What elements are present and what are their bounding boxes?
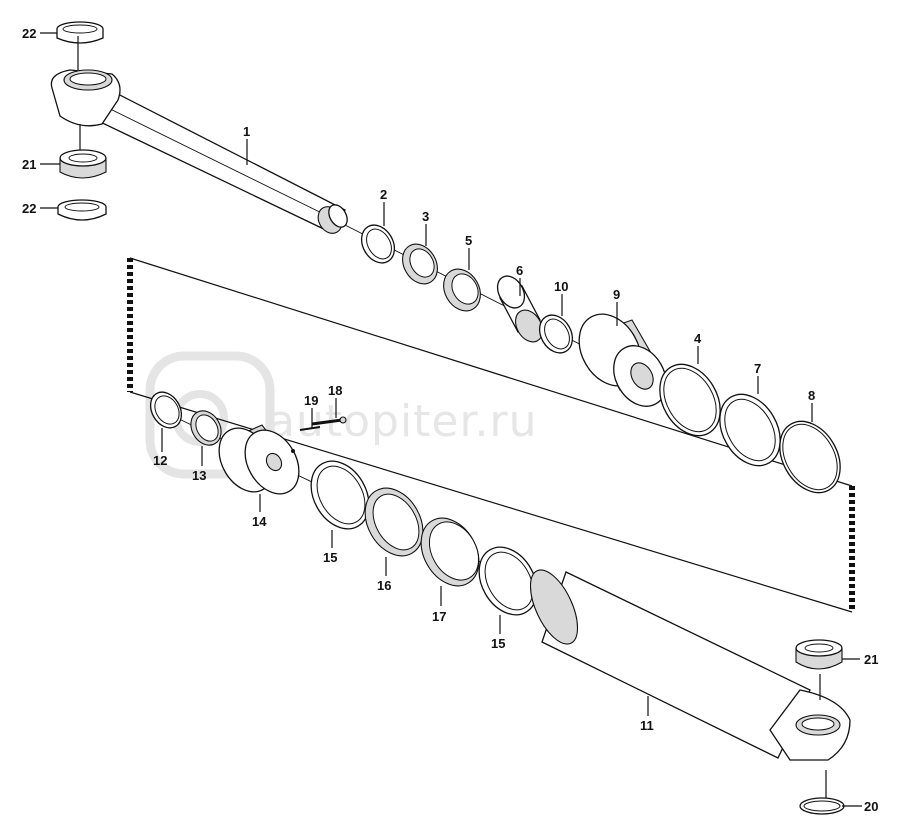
callout-22-top: 22: [22, 26, 36, 41]
callout-3: 3: [422, 209, 429, 224]
callout-16: 16: [377, 578, 391, 593]
callout-4: 4: [694, 331, 702, 346]
piston-14: [218, 424, 300, 495]
backup-ring-7: [719, 393, 781, 467]
seal-16: [364, 487, 424, 557]
bushing-22-bottom: [57, 199, 107, 221]
callout-21-left: 21: [22, 157, 36, 172]
callout-15-a: 15: [323, 550, 337, 565]
o-ring-4: [659, 363, 721, 437]
callout-15-b: 15: [491, 636, 505, 651]
seal-3: [402, 243, 438, 285]
guide-bushing-6: [496, 275, 543, 343]
callout-21-right: 21: [864, 652, 878, 667]
callout-14: 14: [252, 514, 267, 529]
bushing-22-top: [56, 21, 104, 44]
seal-17: [420, 517, 480, 587]
cylinder-barrel-11: [529, 569, 851, 761]
callout-13: 13: [192, 468, 206, 483]
callout-19: 19: [304, 393, 318, 408]
snap-ring-20: [799, 797, 845, 815]
callout-5: 5: [465, 233, 472, 248]
snap-ring-2: [360, 224, 396, 264]
wear-ring-15-a: [310, 460, 370, 530]
callout-18: 18: [328, 383, 342, 398]
callout-12: 12: [153, 453, 167, 468]
callout-9: 9: [613, 287, 620, 302]
seal-5: [443, 268, 481, 312]
wear-ring-15-b: [478, 546, 538, 616]
bearing-21-left: [59, 149, 107, 179]
watermark-text: autopiter.ru: [268, 396, 538, 447]
callout-11: 11: [640, 718, 654, 733]
cylinder-head-9: [578, 313, 667, 407]
callout-10: 10: [554, 279, 568, 294]
watermark: autopiter.ru: [145, 351, 538, 479]
callout-22-bottom: 22: [22, 201, 36, 216]
callout-6: 6: [516, 263, 523, 278]
callout-2: 2: [380, 187, 387, 202]
ring-12: [149, 391, 183, 429]
callout-1: 1: [243, 124, 250, 139]
screw-18: [311, 416, 347, 426]
assembly-dashed-frame: [127, 257, 855, 613]
callout-20: 20: [864, 799, 878, 814]
callout-8: 8: [808, 388, 815, 403]
piston-rod: [50, 69, 348, 234]
callout-17: 17: [432, 609, 446, 624]
callout-labels: 22 21 22 1 2 3 5 6 10 9 4 7 8 19 18 12 1…: [22, 26, 878, 814]
o-ring-10: [538, 314, 574, 354]
bearing-21-right: [795, 639, 843, 670]
ring-13: [190, 410, 222, 446]
leader-lines: [40, 32, 862, 807]
o-ring-8: [779, 420, 841, 494]
pin-19: [299, 426, 321, 431]
callout-7: 7: [754, 361, 761, 376]
